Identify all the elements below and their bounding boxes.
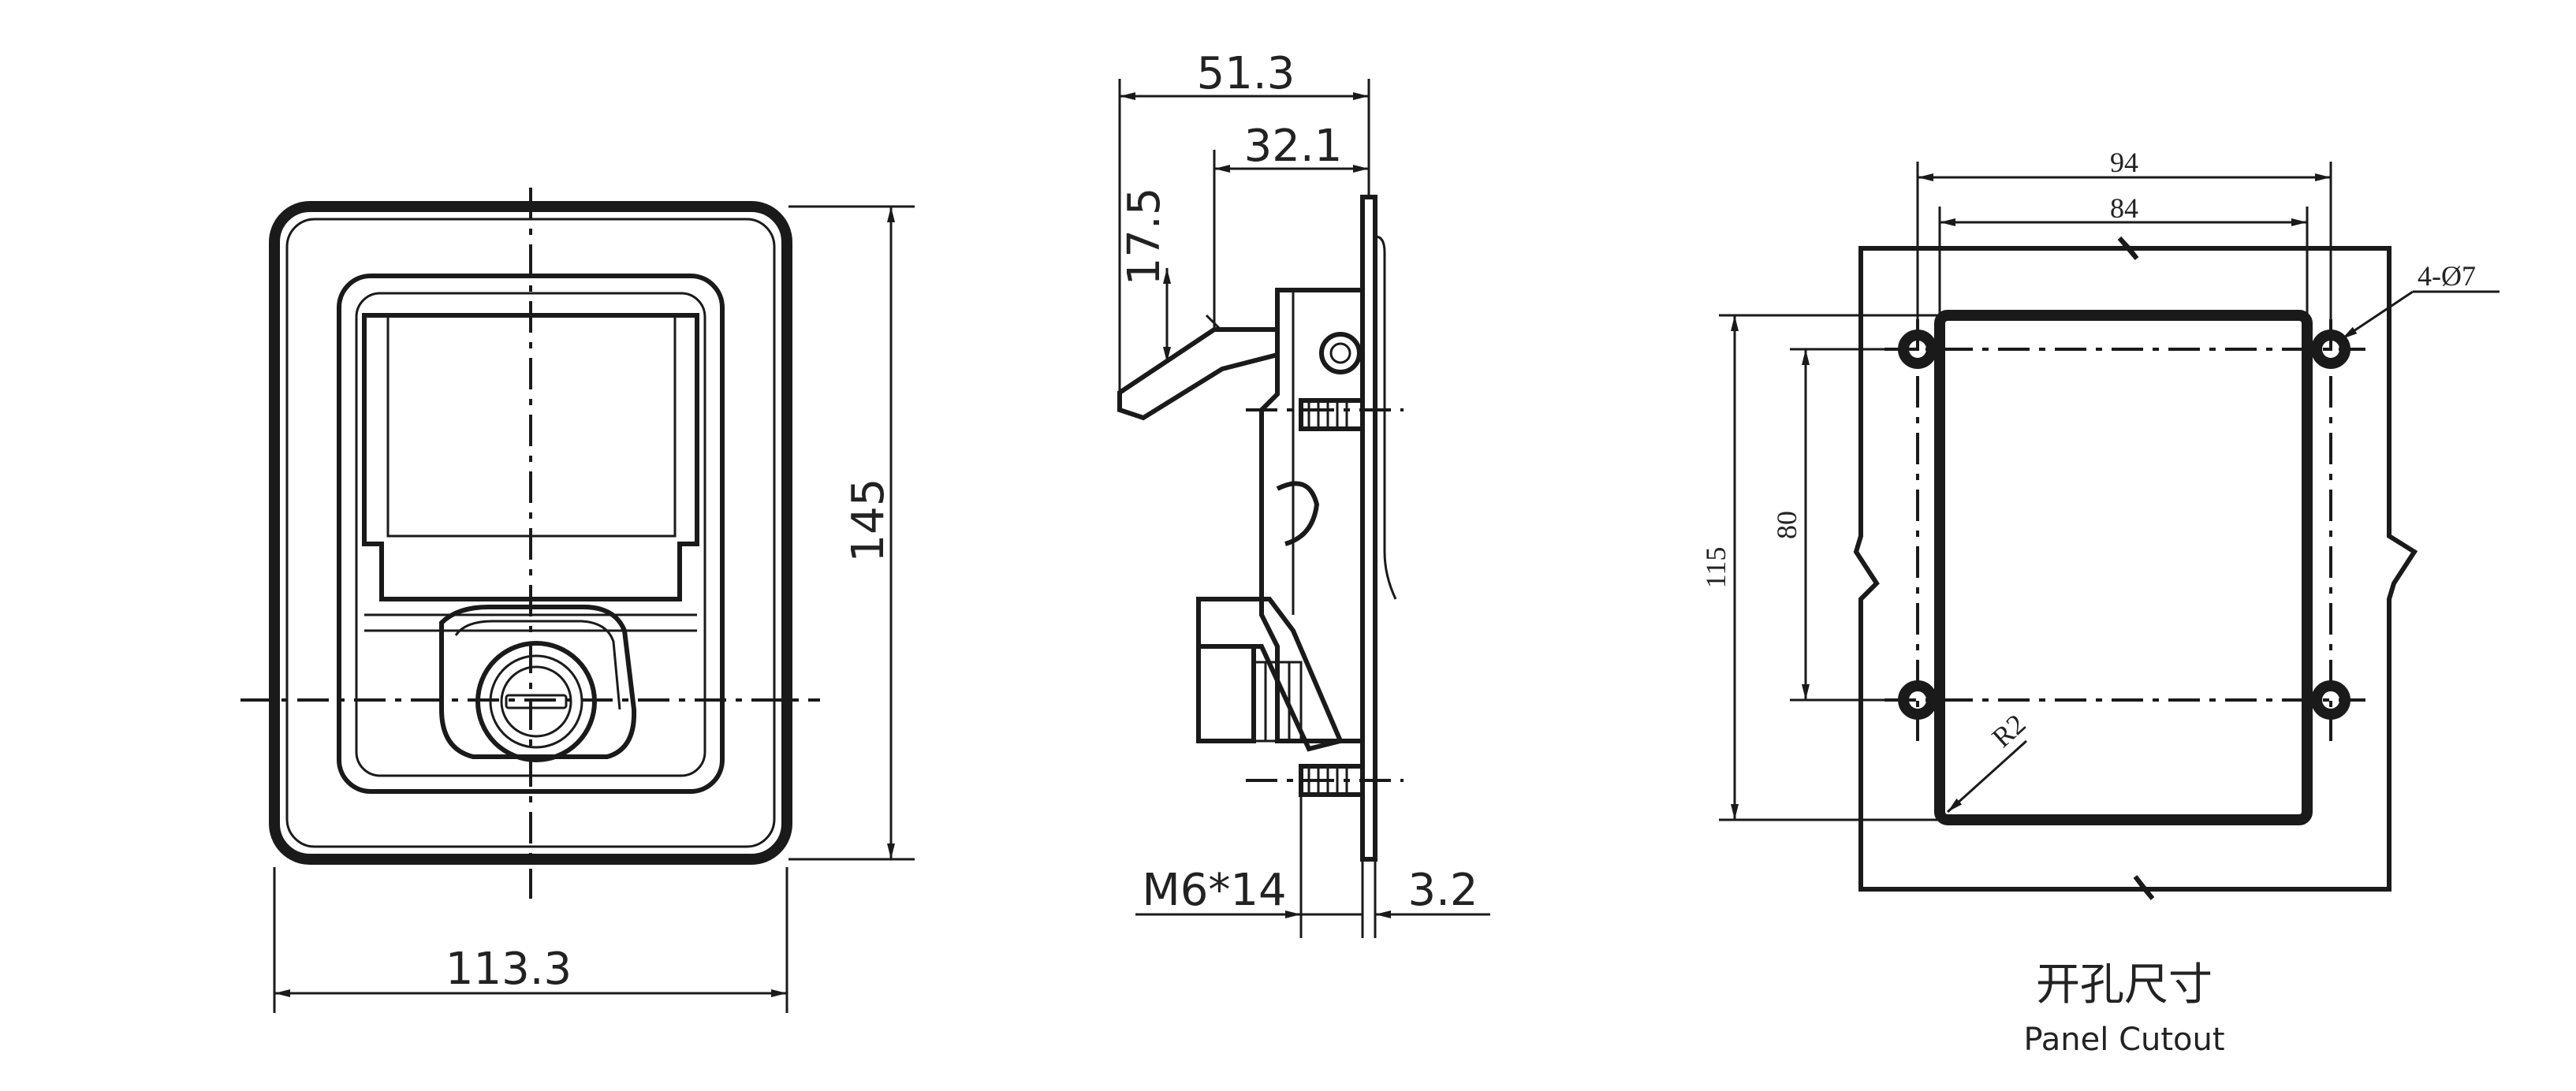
lock-housing <box>439 605 637 759</box>
front-view: 113.3 145 <box>240 188 915 1013</box>
cutout-inner-height-dim: 80 <box>1771 511 1802 539</box>
latch-pawl <box>1196 597 1344 752</box>
side-handle-lift-dim: 17.5 <box>1119 188 1170 286</box>
cutout-outer-width-dim: 94 <box>2110 147 2138 178</box>
side-handle <box>1117 327 1280 421</box>
side-screw <box>1319 332 1362 374</box>
side-flange-dim: 3.2 <box>1407 865 1478 916</box>
cutout-opening <box>1934 310 2313 825</box>
cutout-radius-dim: R2 <box>1986 708 2032 754</box>
latch-body <box>1259 288 1365 743</box>
cutout-holes-dim: 4-Ø7 <box>2418 260 2476 292</box>
side-handle-depth-dim: 32.1 <box>1244 121 1343 172</box>
front-width-dim: 113.3 <box>445 944 572 995</box>
side-stud-dim: M6*14 <box>1142 865 1286 916</box>
cutout-inner-width-dim: 84 <box>2110 192 2138 224</box>
panel-outline <box>1853 236 2418 900</box>
cutout-view: 94 84 115 80 4-Ø7 R2 开孔尺寸 Panel Cutout <box>1700 147 2500 1058</box>
stud-top <box>1299 398 1365 431</box>
side-view: 51.3 32.1 17.5 M6*14 3.2 <box>1117 48 1490 938</box>
cutout-outer-height-dim: 115 <box>1700 547 1732 589</box>
front-height-dim: 145 <box>843 478 894 563</box>
cutout-caption-en: Panel Cutout <box>2023 1022 2224 1058</box>
handle-paddle <box>362 313 699 601</box>
cutout-caption-cn: 开孔尺寸 <box>2036 959 2213 1011</box>
side-overall-depth-dim: 51.3 <box>1197 48 1295 99</box>
